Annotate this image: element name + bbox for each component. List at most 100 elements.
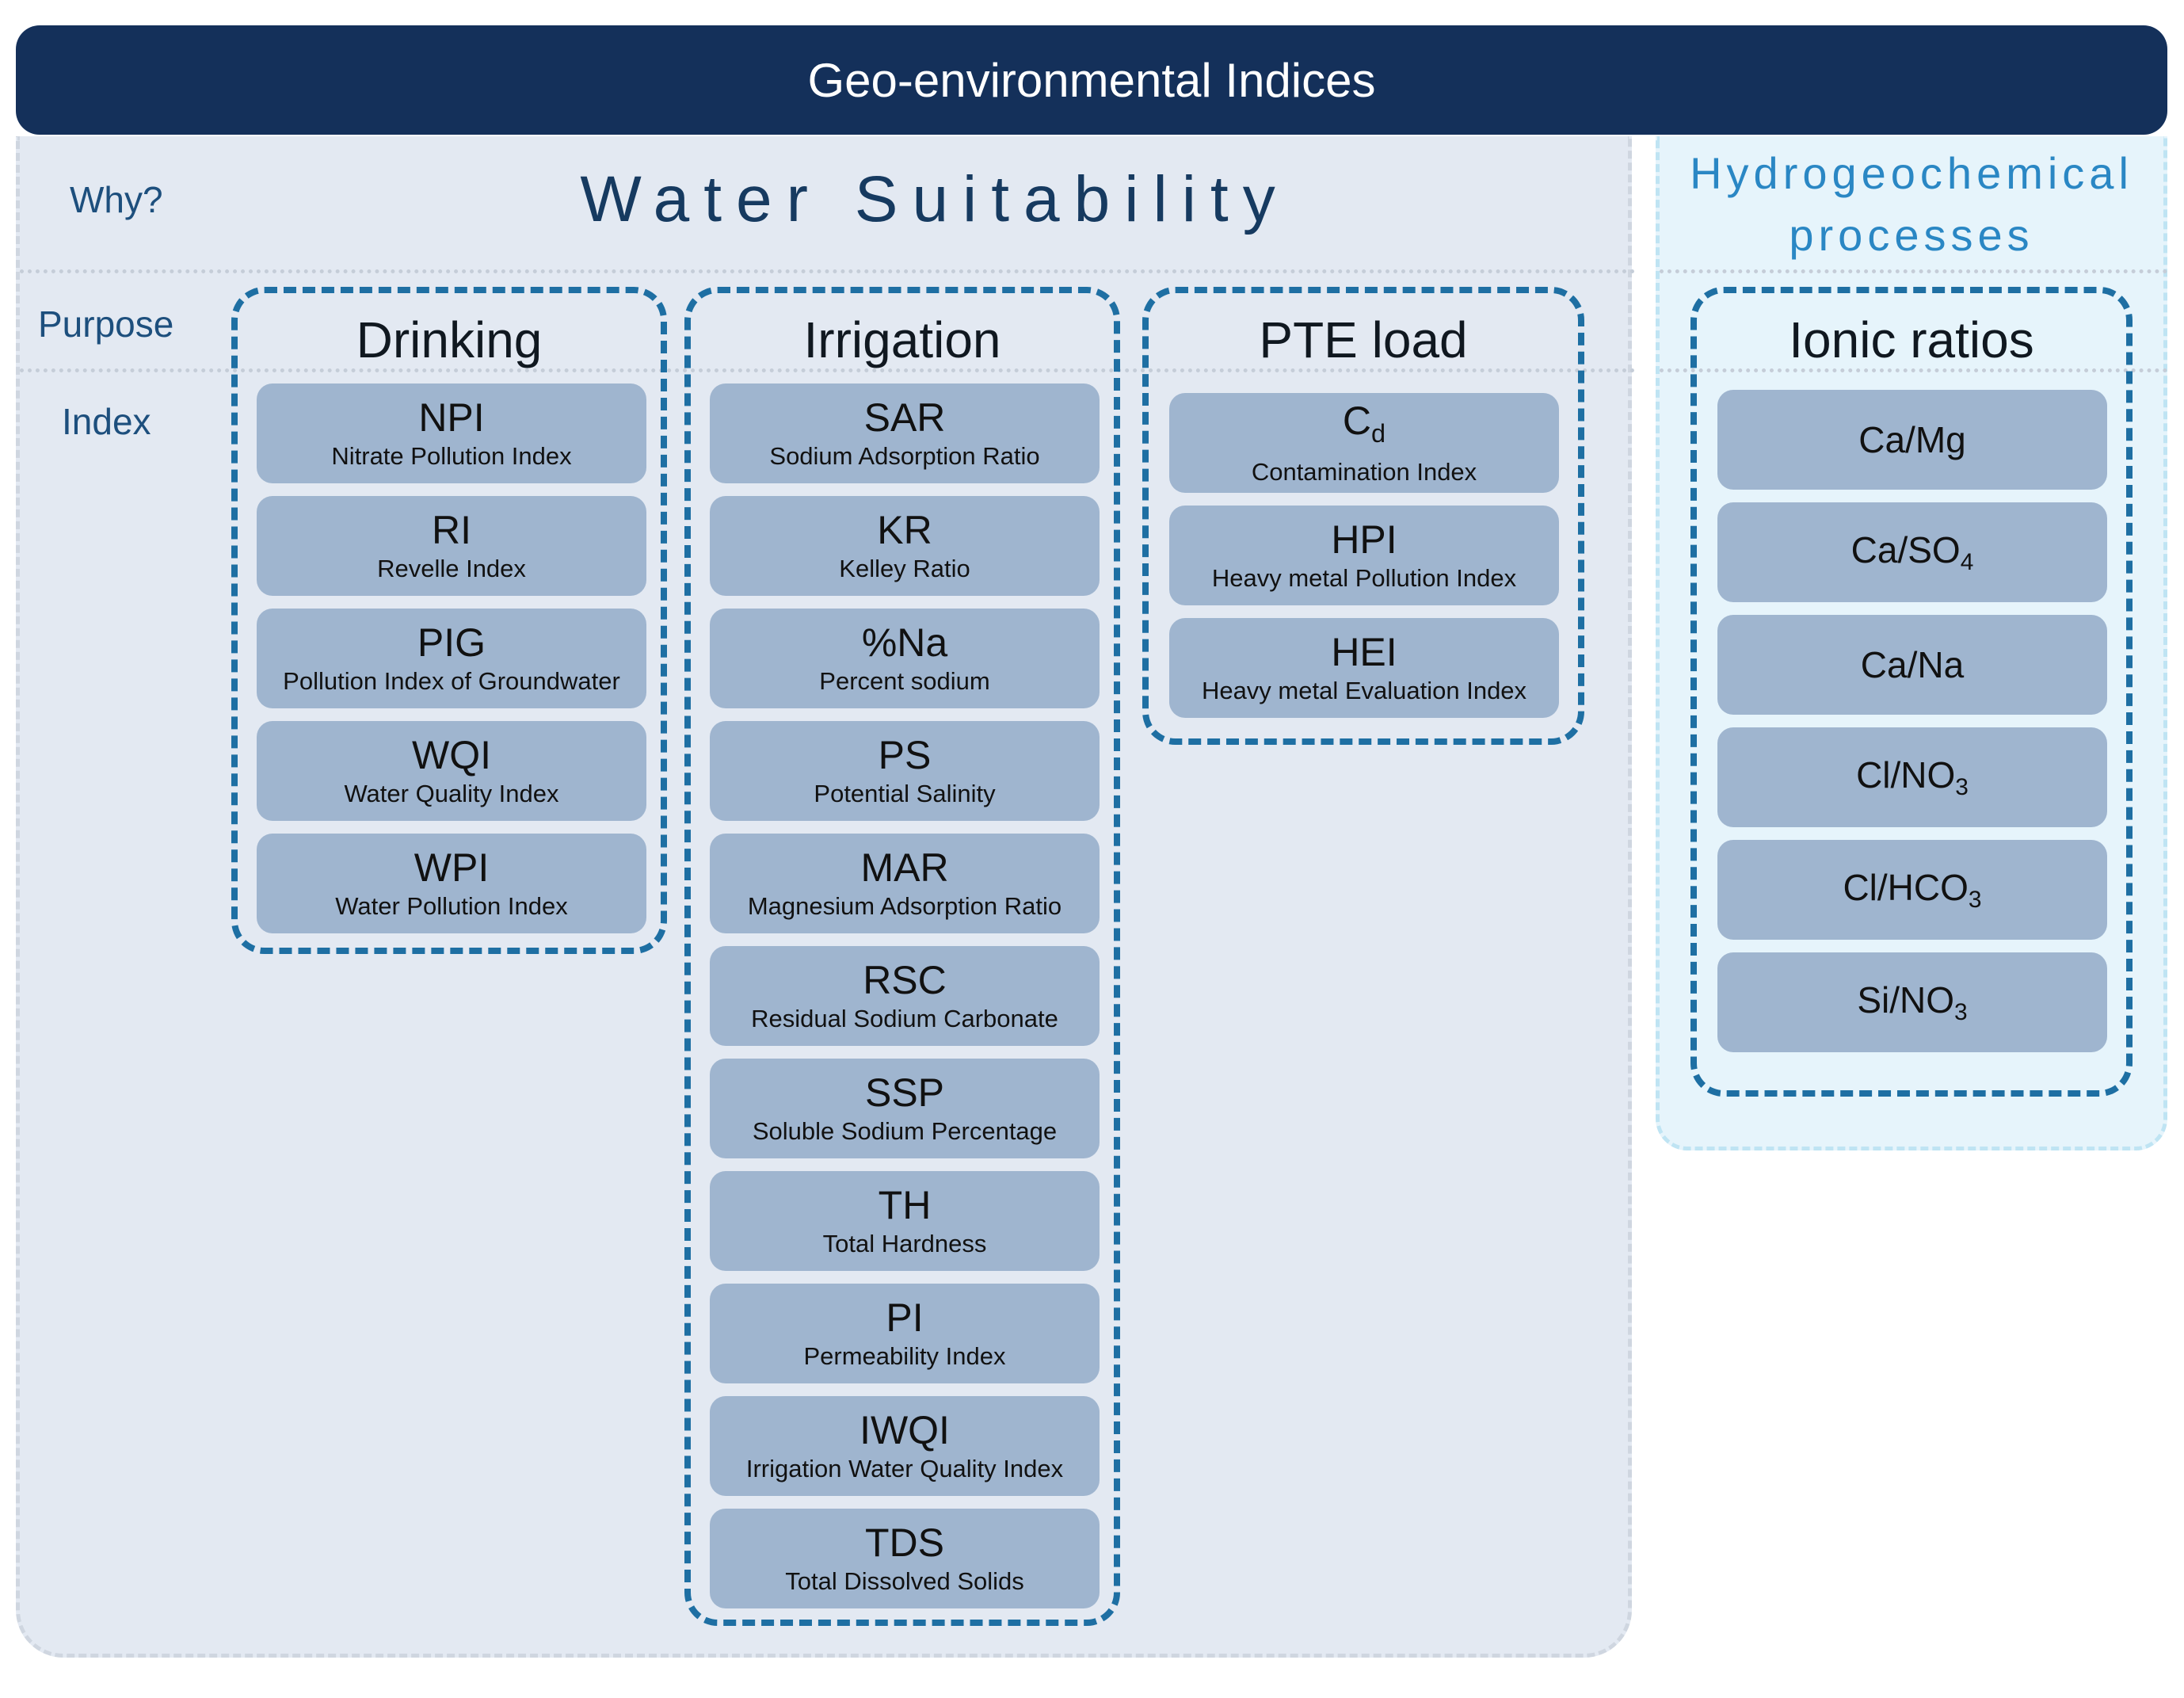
header-banner: Geo-environmental Indices xyxy=(16,25,2167,135)
index-abbreviation: PIG xyxy=(417,620,486,665)
group-title-ionic-ratios: Ionic ratios xyxy=(1789,311,2034,368)
index-abbreviation: TDS xyxy=(865,1521,944,1565)
divider-why-hydro xyxy=(1660,269,2167,273)
index-full-name: Irrigation Water Quality Index xyxy=(745,1455,1064,1482)
water-suitability-title: Water Suitability xyxy=(580,163,1290,235)
ratio-subscript: 3 xyxy=(1968,886,1982,913)
index-full-name: Total Dissolved Solids xyxy=(785,1567,1024,1595)
row-label-purpose: Purpose xyxy=(38,303,174,345)
index-abbreviation: KR xyxy=(877,508,932,552)
index-full-name: Total Hardness xyxy=(822,1230,987,1257)
group-drinking: Drinking xyxy=(231,287,667,954)
index-card: HEI Heavy metal Evaluation Index xyxy=(1169,618,1559,718)
index-card: PS Potential Salinity xyxy=(710,721,1100,821)
index-full-name: Heavy metal Pollution Index xyxy=(1211,564,1517,592)
divider-purpose xyxy=(20,368,1636,372)
index-abbreviation: MAR xyxy=(860,845,949,890)
index-full-name: Nitrate Pollution Index xyxy=(331,442,572,470)
divider-purpose-hydro xyxy=(1660,368,2167,372)
divider-why xyxy=(20,269,1636,273)
index-card: IWQI Irrigation Water Quality Index xyxy=(710,1396,1100,1496)
ratio-main: Cl/HCO xyxy=(1843,867,1969,909)
index-full-name: Water Quality Index xyxy=(344,780,559,807)
group-title-irrigation: Irrigation xyxy=(803,311,1001,368)
index-abbreviation: PI xyxy=(886,1295,924,1340)
ratio-main: Si/NO xyxy=(1857,979,1955,1021)
ratio-subscript: 4 xyxy=(1960,548,1974,575)
index-abbreviation: Cd xyxy=(1343,398,1385,456)
index-abbreviation: HEI xyxy=(1331,630,1397,674)
ionic-ratio-label: Si/NO3 xyxy=(1857,979,1967,1026)
index-abbreviation: NPI xyxy=(418,395,485,440)
group-title-pte-load: PTE load xyxy=(1259,311,1468,368)
index-full-name: Permeability Index xyxy=(803,1342,1006,1370)
ionic-ratio-label: Cl/HCO3 xyxy=(1843,866,1981,914)
index-full-name: Kelley Ratio xyxy=(839,555,970,582)
index-full-name: Potential Salinity xyxy=(814,780,996,807)
index-abbreviation: WQI xyxy=(412,733,491,777)
index-abbreviation: PS xyxy=(878,733,932,777)
ratio-main: Cl/NO xyxy=(1856,754,1956,796)
row-label-why: Why? xyxy=(70,179,163,220)
index-full-name: Percent sodium xyxy=(819,667,990,695)
ratio-subscript: 3 xyxy=(1954,998,1968,1025)
index-full-name: Water Pollution Index xyxy=(335,892,568,920)
ratio-main: Ca/SO xyxy=(1850,529,1961,571)
hydrogeochemical-title-line2: processes xyxy=(1789,210,2034,260)
index-abbreviation: TH xyxy=(878,1183,932,1227)
index-full-name: Pollution Index of Groundwater xyxy=(283,667,620,695)
index-abbreviation: RSC xyxy=(863,958,947,1002)
hydrogeochemical-title: Hydrogeochemical processes xyxy=(1656,143,2167,266)
index-card: WQI Water Quality Index xyxy=(257,721,646,821)
group-pte-load: PTE load xyxy=(1142,287,1584,745)
ionic-ratio-card: Ca/Mg xyxy=(1717,390,2107,490)
index-full-name: Soluble Sodium Percentage xyxy=(752,1117,1058,1145)
index-abbreviation: WPI xyxy=(414,845,490,890)
index-full-name: Heavy metal Evaluation Index xyxy=(1201,677,1527,704)
ratio-main: Ca/Na xyxy=(1860,644,1965,685)
index-full-name: Residual Sodium Carbonate xyxy=(751,1005,1058,1032)
index-abbreviation: SSP xyxy=(864,1070,945,1115)
index-abbreviation: RI xyxy=(432,508,471,552)
ratio-subscript: 3 xyxy=(1955,773,1969,800)
index-card: RSC Residual Sodium Carbonate xyxy=(710,946,1100,1046)
index-card: RI Revelle Index xyxy=(257,496,646,596)
ionic-ratio-label: Ca/Mg xyxy=(1858,418,1965,461)
hydrogeochemical-title-line1: Hydrogeochemical xyxy=(1690,148,2133,198)
index-abbreviation: IWQI xyxy=(859,1408,950,1452)
index-abbreviation: HPI xyxy=(1331,517,1397,562)
index-abbreviation: SAR xyxy=(863,395,946,440)
abbr-main: C xyxy=(1342,399,1372,444)
ionic-ratio-card: Cl/HCO3 xyxy=(1717,840,2107,940)
index-card: KR Kelley Ratio xyxy=(710,496,1100,596)
group-ionic-ratios: Ionic ratios xyxy=(1690,287,2133,1097)
row-label-index: Index xyxy=(62,401,151,442)
ionic-ratio-label: Cl/NO3 xyxy=(1856,754,1969,801)
ionic-ratio-card: Cl/NO3 xyxy=(1717,727,2107,827)
index-card: TH Total Hardness xyxy=(710,1171,1100,1271)
index-full-name: Sodium Adsorption Ratio xyxy=(769,442,1040,470)
index-full-name: Revelle Index xyxy=(377,555,526,582)
index-full-name: Contamination Index xyxy=(1251,457,1477,486)
ionic-ratio-card: Ca/Na xyxy=(1717,615,2107,715)
ionic-ratio-card: Ca/SO4 xyxy=(1717,502,2107,602)
index-abbreviation: %Na xyxy=(861,620,948,665)
ionic-ratio-card: Si/NO3 xyxy=(1717,952,2107,1052)
ionic-ratio-label: Ca/Na xyxy=(1861,643,1964,686)
header-title: Geo-environmental Indices xyxy=(807,53,1376,107)
ionic-ratio-label: Ca/SO4 xyxy=(1851,528,1974,576)
group-irrigation: Irrigation xyxy=(684,287,1120,1626)
group-title-drinking: Drinking xyxy=(356,311,543,368)
ratio-main: Ca/Mg xyxy=(1858,419,1966,460)
